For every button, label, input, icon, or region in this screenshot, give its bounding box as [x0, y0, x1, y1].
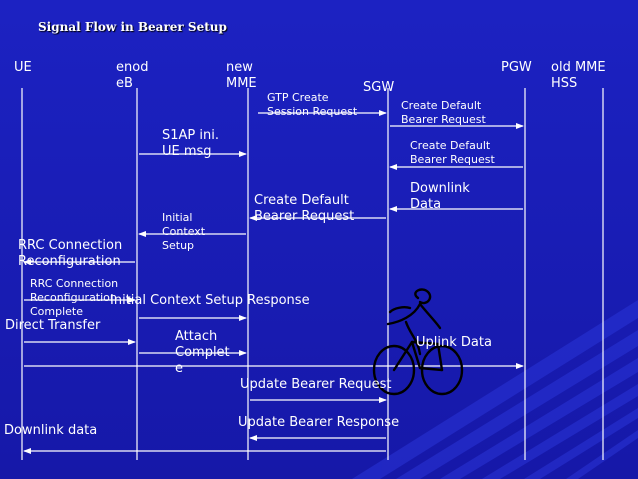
cyclist-icon	[372, 288, 464, 396]
msg-create-default-bearer-request-3: Create Default Bearer Request	[254, 193, 355, 224]
msg-gtp-create-session-request: GTP Create Session Request	[267, 91, 358, 118]
entity-enodeb: enod eB	[116, 60, 149, 91]
msg-update-bearer-response: Update Bearer Response	[238, 415, 400, 430]
msg-create-default-bearer-request-1: Create Default Bearer Request	[401, 99, 486, 126]
msg-attach-complete: Attach Complet e	[175, 329, 230, 376]
msg-uplink-data: Uplink Data	[416, 335, 492, 350]
entity-ue: UE	[14, 60, 32, 75]
msg-update-bearer-request: Update Bearer Request	[240, 377, 392, 392]
entity-sgw: SGW	[363, 80, 395, 95]
entity-new-mme: new MME	[226, 60, 257, 91]
entity-pgw: PGW	[501, 60, 532, 75]
msg-s1ap-initial-ue-msg: S1AP ini. UE msg	[162, 128, 219, 159]
msg-initial-context-setup: Initial Context Setup	[162, 211, 206, 252]
msg-initial-context-setup-response: Initial Context Setup Response	[110, 293, 310, 308]
msg-create-default-bearer-request-2: Create Default Bearer Request	[410, 139, 495, 166]
msg-downlink-data-ue: Downlink data	[4, 423, 98, 438]
msg-direct-transfer: Direct Transfer	[5, 318, 101, 333]
slide-title: Signal Flow in Bearer Setup	[38, 20, 227, 34]
entity-old-mme-hss: old MME HSS	[551, 60, 606, 91]
msg-downlink-data-pgw: Downlink Data	[410, 181, 470, 212]
msg-rrc-connection-reconfiguration: RRC Connection Reconfiguration	[18, 238, 123, 269]
msg-rrc-reconfiguration-complete: RRC Connection Reconfiguration Complete	[30, 277, 119, 318]
